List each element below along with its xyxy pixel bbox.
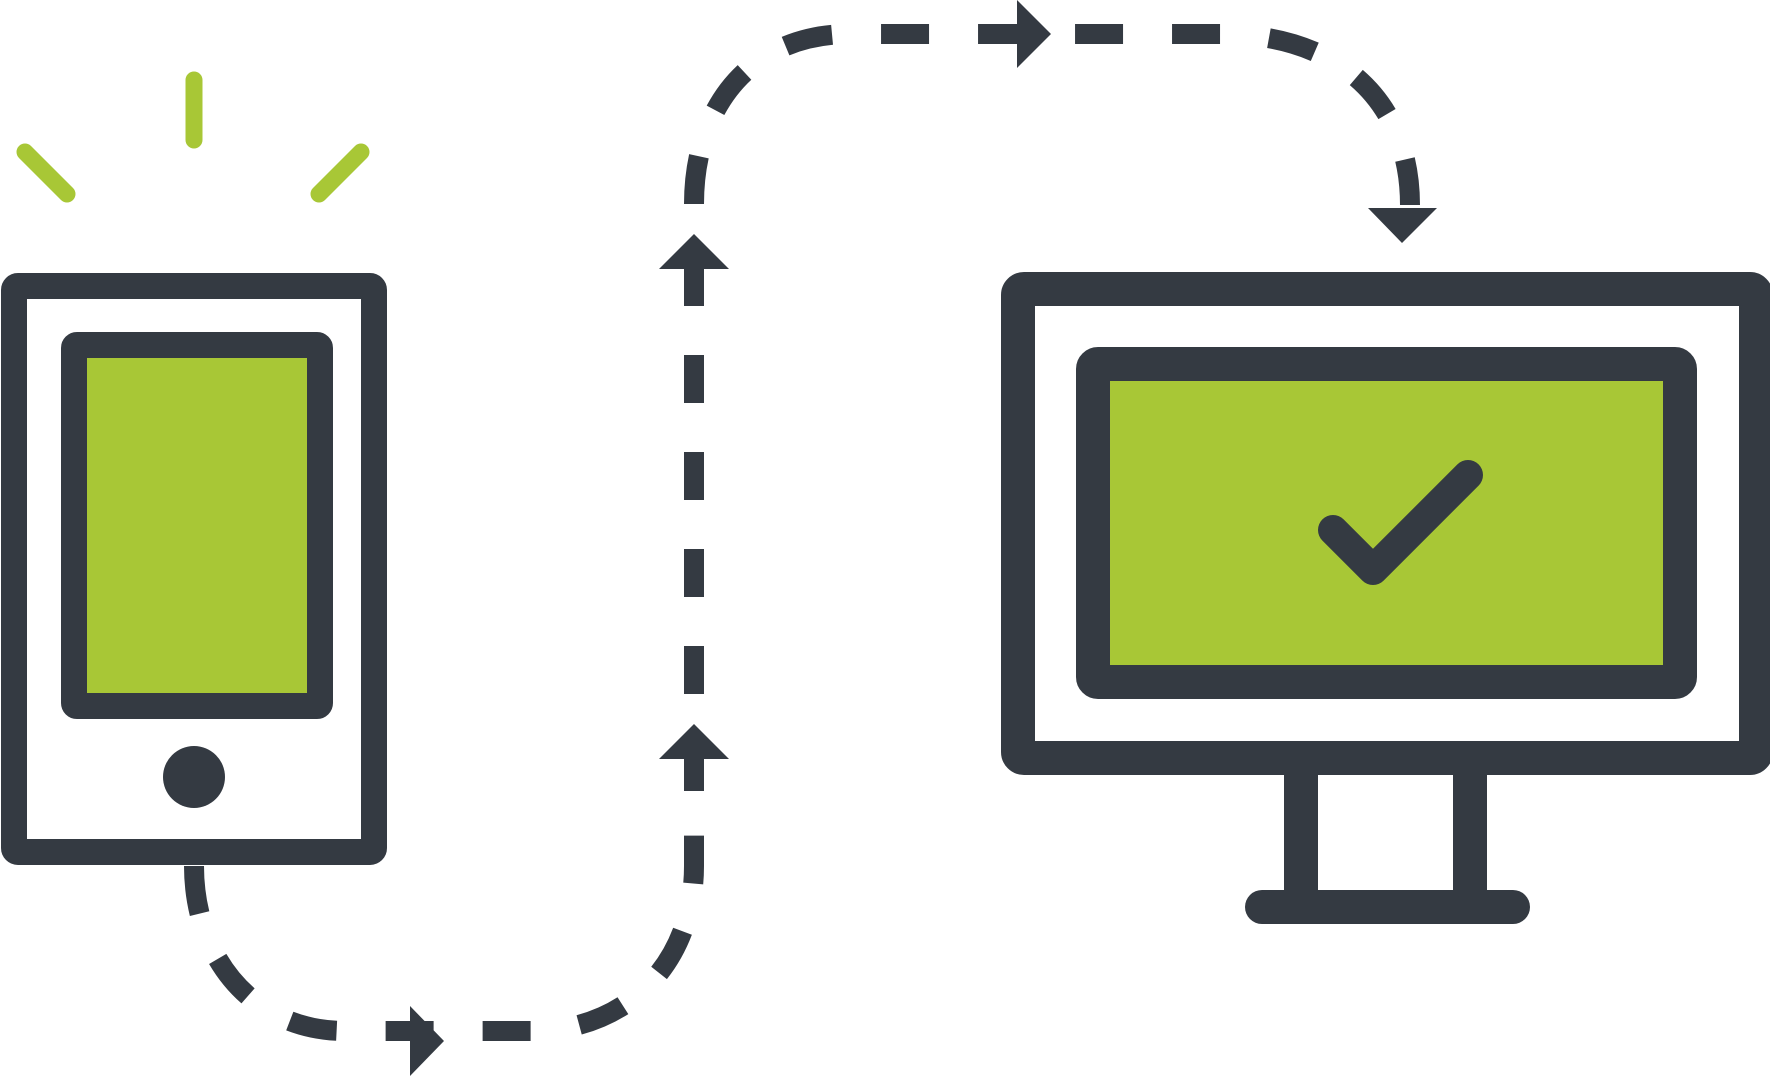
monitor-screen-fill <box>1093 364 1680 682</box>
arrow-icon-upper-right <box>1017 0 1051 68</box>
arrow-icon-down <box>1368 208 1437 243</box>
monitor-screen-frame <box>1076 347 1697 699</box>
monitor-frame <box>1001 272 1770 775</box>
sync-path-upper-loop <box>684 24 1420 206</box>
phone-screen-fill <box>74 345 320 706</box>
sync-path <box>184 0 1437 1076</box>
arrow-icon-lower-right <box>410 1006 444 1076</box>
phone-home-button-icon <box>163 746 225 808</box>
notification-ray-right <box>310 143 370 203</box>
phone-screen-frame <box>61 332 333 719</box>
sync-path-lower-loop <box>184 740 704 1041</box>
desktop-monitor-icon <box>1001 272 1770 924</box>
arrow-icon-up-upper <box>659 234 729 269</box>
arrow-icon-up-lower <box>659 724 729 759</box>
notification-ray-left <box>16 143 76 203</box>
phone-body <box>1 273 387 865</box>
checkmark-icon <box>1318 460 1483 585</box>
monitor-stand-right <box>1453 760 1487 908</box>
smartphone-icon <box>1 273 387 865</box>
notification-rays-icon <box>16 71 370 203</box>
monitor-stand-left <box>1284 760 1318 908</box>
